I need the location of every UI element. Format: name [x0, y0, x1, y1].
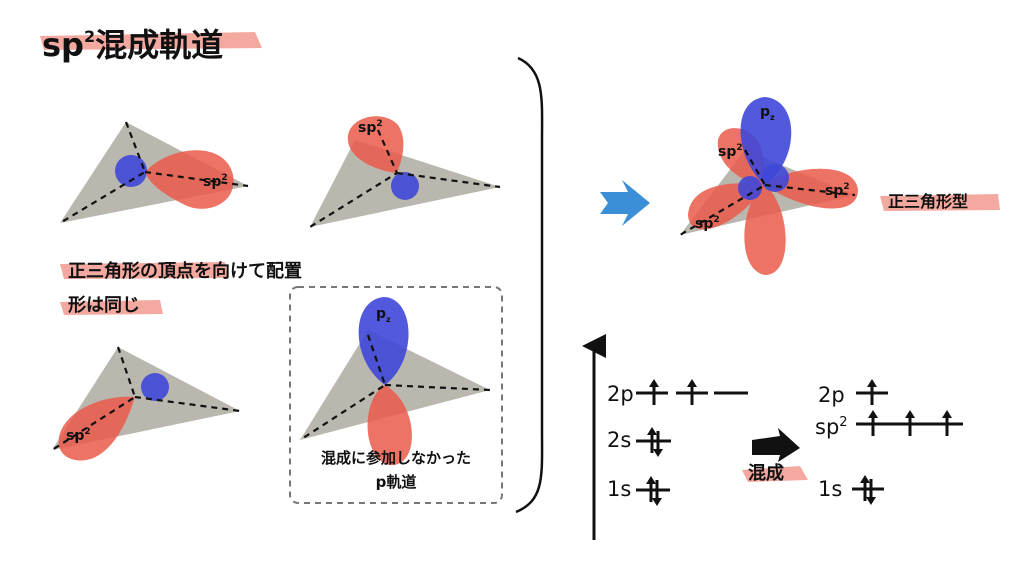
- sp2-orbital-diagram-3: sp2: [51, 346, 241, 461]
- title-highlight: [40, 32, 262, 50]
- p-orbital-small-lobe: [115, 155, 147, 187]
- unhybridized-caption-1: 混成に参加しなかった: [321, 449, 471, 467]
- result-shape-label: 正三角形型: [888, 192, 968, 211]
- p-orbital-small-lobe: [391, 172, 419, 200]
- sp2-lobe: [347, 116, 404, 173]
- level-before-1s: 1s: [607, 474, 670, 508]
- energy-diagram: 2p 2s 1s 混成 2p sp2 1s: [582, 334, 963, 540]
- hybridization-arrow-icon: [752, 428, 800, 462]
- unhybridized-p-orbital-box: pz 混成に参加しなかった p軌道: [289, 286, 503, 504]
- note-same-shape: 形は同じ: [68, 295, 140, 316]
- svg-text:sp2: sp2: [718, 143, 743, 160]
- sp2-orbital-diagram-1: sp2: [59, 121, 249, 224]
- svg-text:sp2: sp2: [66, 427, 91, 444]
- notes: 正三角形の頂点を向けて配置 形は同じ: [60, 260, 302, 316]
- sp2-orbital-diagram-2: sp2: [309, 116, 501, 228]
- sp2-lobe: [58, 396, 135, 461]
- level-before-2s: 2s: [607, 425, 671, 459]
- pz-lower-lobe: [744, 185, 786, 275]
- svg-text:2p: 2p: [818, 383, 845, 407]
- hybridization-label: 混成: [748, 462, 784, 484]
- svg-text:1s: 1s: [818, 477, 842, 501]
- sp2-lobe: [145, 150, 234, 209]
- svg-text:sp2: sp2: [815, 415, 848, 439]
- result-arrow-icon: [600, 180, 650, 226]
- svg-text:sp2: sp2: [358, 119, 383, 136]
- combined-sp2-orbital: pz sp2 sp2 sp2: [679, 97, 858, 275]
- p-orbital-small-lobe: [141, 373, 169, 401]
- svg-text:sp2: sp2: [825, 182, 850, 199]
- svg-text:sp2: sp2: [203, 173, 228, 190]
- svg-text:sp2混成軌道: sp2混成軌道: [42, 26, 223, 64]
- level-after-2p: 2p: [818, 377, 888, 407]
- unhybridized-caption-2: p軌道: [376, 473, 417, 491]
- bracket: [515, 56, 544, 514]
- svg-text:1s: 1s: [607, 477, 631, 501]
- svg-text:pz: pz: [760, 104, 775, 122]
- svg-text:2s: 2s: [607, 428, 631, 452]
- note-regular-triangle: 正三角形の頂点を向けて配置: [68, 260, 302, 282]
- title-rest: 混成軌道: [95, 26, 223, 64]
- level-after-sp2: sp2: [815, 408, 963, 439]
- pz-upper-lobe: [358, 297, 409, 385]
- level-after-1s: 1s: [818, 473, 884, 507]
- page-title: sp2混成軌道: [40, 26, 262, 64]
- title-sp: sp: [42, 26, 84, 64]
- level-before-2p: 2p: [607, 377, 748, 407]
- title-sup: 2: [84, 27, 95, 46]
- svg-text:2p: 2p: [607, 382, 634, 406]
- svg-text:pz: pz: [376, 306, 391, 324]
- svg-text:sp2: sp2: [695, 215, 720, 232]
- pz-lower-lobe: [367, 385, 412, 466]
